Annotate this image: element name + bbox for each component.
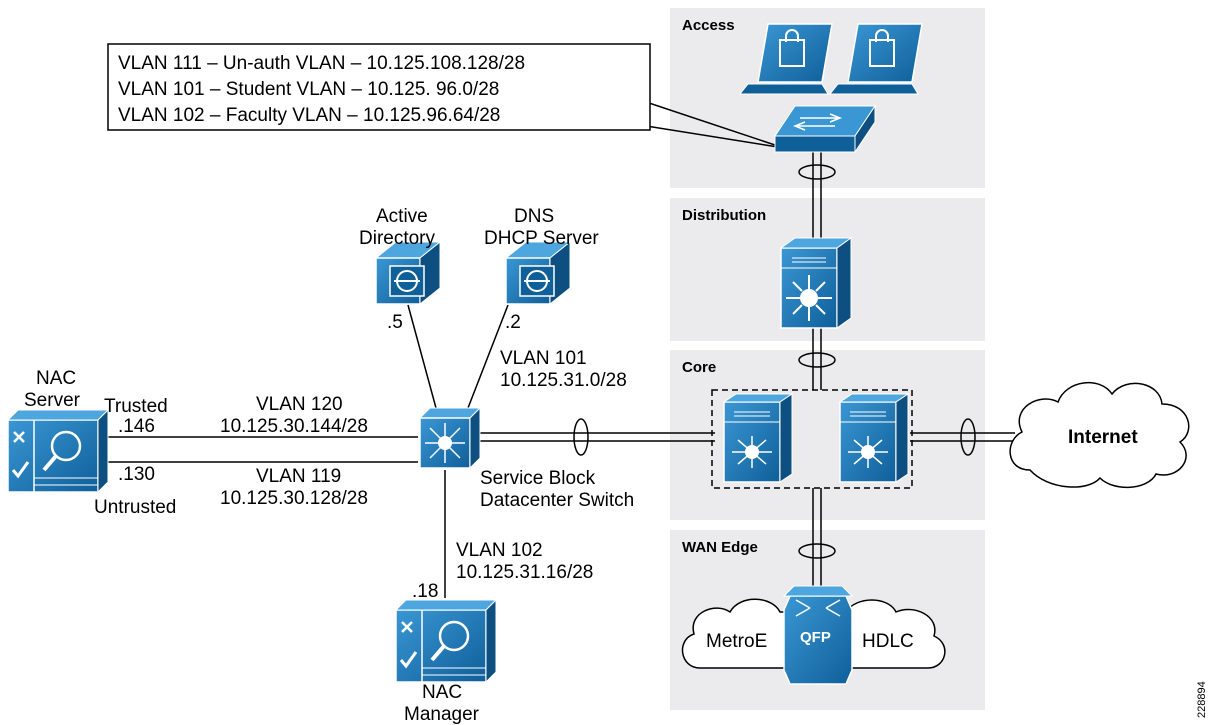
- datacenter-switch-icon: [418, 406, 482, 470]
- callout-line-1: VLAN 111 – Un-auth VLAN – 10.125.108.128…: [118, 53, 525, 74]
- vlan120-subnet: 10.125.30.144/28: [220, 416, 368, 437]
- vlan-callout-box: [107, 43, 651, 131]
- dns-dhcp-server-icon: [504, 240, 572, 306]
- wan-router-icon: [782, 585, 854, 685]
- vlan102-name: VLAN 102: [456, 540, 543, 561]
- distribution-switch-icon: [779, 237, 853, 329]
- laptop-icon: [828, 23, 923, 95]
- internet-cloud-icon: [1009, 381, 1190, 489]
- wan-chip-label: QFP: [800, 629, 831, 646]
- zone-wan-edge-label: WAN Edge: [682, 539, 758, 556]
- zone-distribution-label: Distribution: [682, 207, 766, 224]
- dns-label-2: DHCP Server: [484, 228, 599, 249]
- nac-server-label-2: Server: [24, 390, 81, 411]
- vlan119-name: VLAN 119: [256, 466, 341, 487]
- dns-label-1: DNS: [514, 206, 554, 227]
- active-directory-server-icon: [374, 240, 442, 306]
- vlan120-name: VLAN 120: [256, 394, 343, 415]
- laptop-icon: [738, 23, 833, 95]
- wan-left-label: MetroE: [706, 631, 767, 652]
- nac-server-icon: [6, 408, 110, 494]
- zone-core: [670, 350, 985, 520]
- service-block-line-2: Datacenter Switch: [480, 490, 634, 511]
- service-block-line-1: Service Block: [480, 468, 596, 489]
- callout-line-2: VLAN 101 – Student VLAN – 10.125. 96.0/2…: [118, 79, 499, 100]
- ad-addr: .5: [387, 312, 403, 333]
- callout-line-3: VLAN 102 – Faculty VLAN – 10.125.96.64/2…: [118, 105, 500, 126]
- trusted-addr: .146: [118, 416, 155, 437]
- internet-label: Internet: [1068, 427, 1138, 448]
- vlan101-subnet: 10.125.31.0/28: [500, 370, 627, 391]
- nac-manager-label-1: NAC: [422, 682, 462, 703]
- backbone-link: [478, 150, 1015, 592]
- vlan119-subnet: 10.125.30.128/28: [220, 488, 368, 509]
- nac-manager-addr: .18: [412, 581, 438, 602]
- ad-label-2: Directory: [359, 228, 436, 249]
- vlan101-name: VLAN 101: [500, 348, 587, 369]
- ad-label-1: Active: [376, 206, 428, 227]
- nac-manager-icon: [394, 598, 498, 684]
- nac-manager-label-2: Manager: [404, 704, 480, 725]
- core-cluster-boundary: [711, 389, 913, 489]
- zone-access-label: Access: [682, 17, 735, 34]
- zone-core-label: Core: [682, 359, 716, 376]
- wan-cloud-icon: [681, 598, 946, 669]
- figure-id: 228894: [1196, 681, 1208, 718]
- core-switch-icon: [838, 393, 910, 483]
- server-links: [108, 99, 785, 598]
- untrusted-label: Untrusted: [94, 497, 176, 518]
- trusted-label: Trusted: [104, 396, 168, 417]
- untrusted-addr: .130: [118, 464, 155, 485]
- access-switch-icon: [774, 104, 876, 154]
- dns-addr: .2: [505, 312, 521, 333]
- core-switch-icon: [722, 393, 794, 483]
- nac-server-label-1: NAC: [36, 368, 76, 389]
- wan-right-label: HDLC: [862, 631, 914, 652]
- vlan102-subnet: 10.125.31.16/28: [456, 562, 593, 583]
